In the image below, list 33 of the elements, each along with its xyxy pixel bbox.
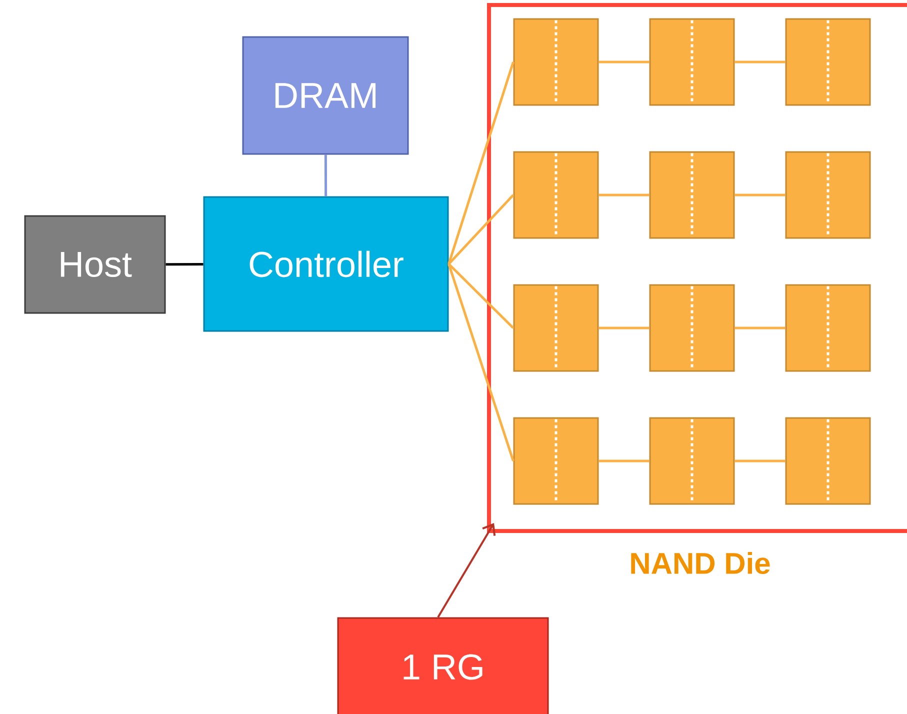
dram-box: DRAM	[242, 36, 409, 155]
connector-line	[598, 60, 650, 64]
die-box	[513, 417, 599, 505]
connector-line	[734, 326, 786, 330]
connector-line	[598, 460, 650, 462]
host-box: Host	[24, 215, 166, 314]
arrow	[437, 523, 496, 618]
die-box	[513, 284, 599, 372]
connector-line	[598, 194, 650, 196]
die-box	[785, 417, 871, 505]
die-box	[649, 18, 735, 106]
connector-line	[448, 194, 514, 265]
connector-line	[734, 194, 786, 196]
connector-line	[166, 263, 204, 266]
die-box	[513, 151, 599, 239]
connector-line	[448, 62, 514, 264]
connector-line	[598, 326, 650, 330]
die-box	[513, 18, 599, 106]
connector-line	[448, 263, 514, 329]
rg-box: 1 RG	[337, 617, 549, 714]
die-box	[785, 284, 871, 372]
node-label: NAND Die	[631, 552, 770, 574]
connector-line	[734, 460, 786, 462]
die-box	[649, 417, 735, 505]
connector-line	[324, 154, 328, 196]
die-box	[785, 151, 871, 239]
die-group-frame: NAND Die	[487, 3, 907, 574]
connector-line	[448, 264, 514, 462]
connector-line	[734, 60, 786, 64]
die-box	[649, 151, 735, 239]
die-box	[785, 18, 871, 106]
controller-box: Controller	[203, 196, 449, 332]
die-box	[649, 284, 735, 372]
